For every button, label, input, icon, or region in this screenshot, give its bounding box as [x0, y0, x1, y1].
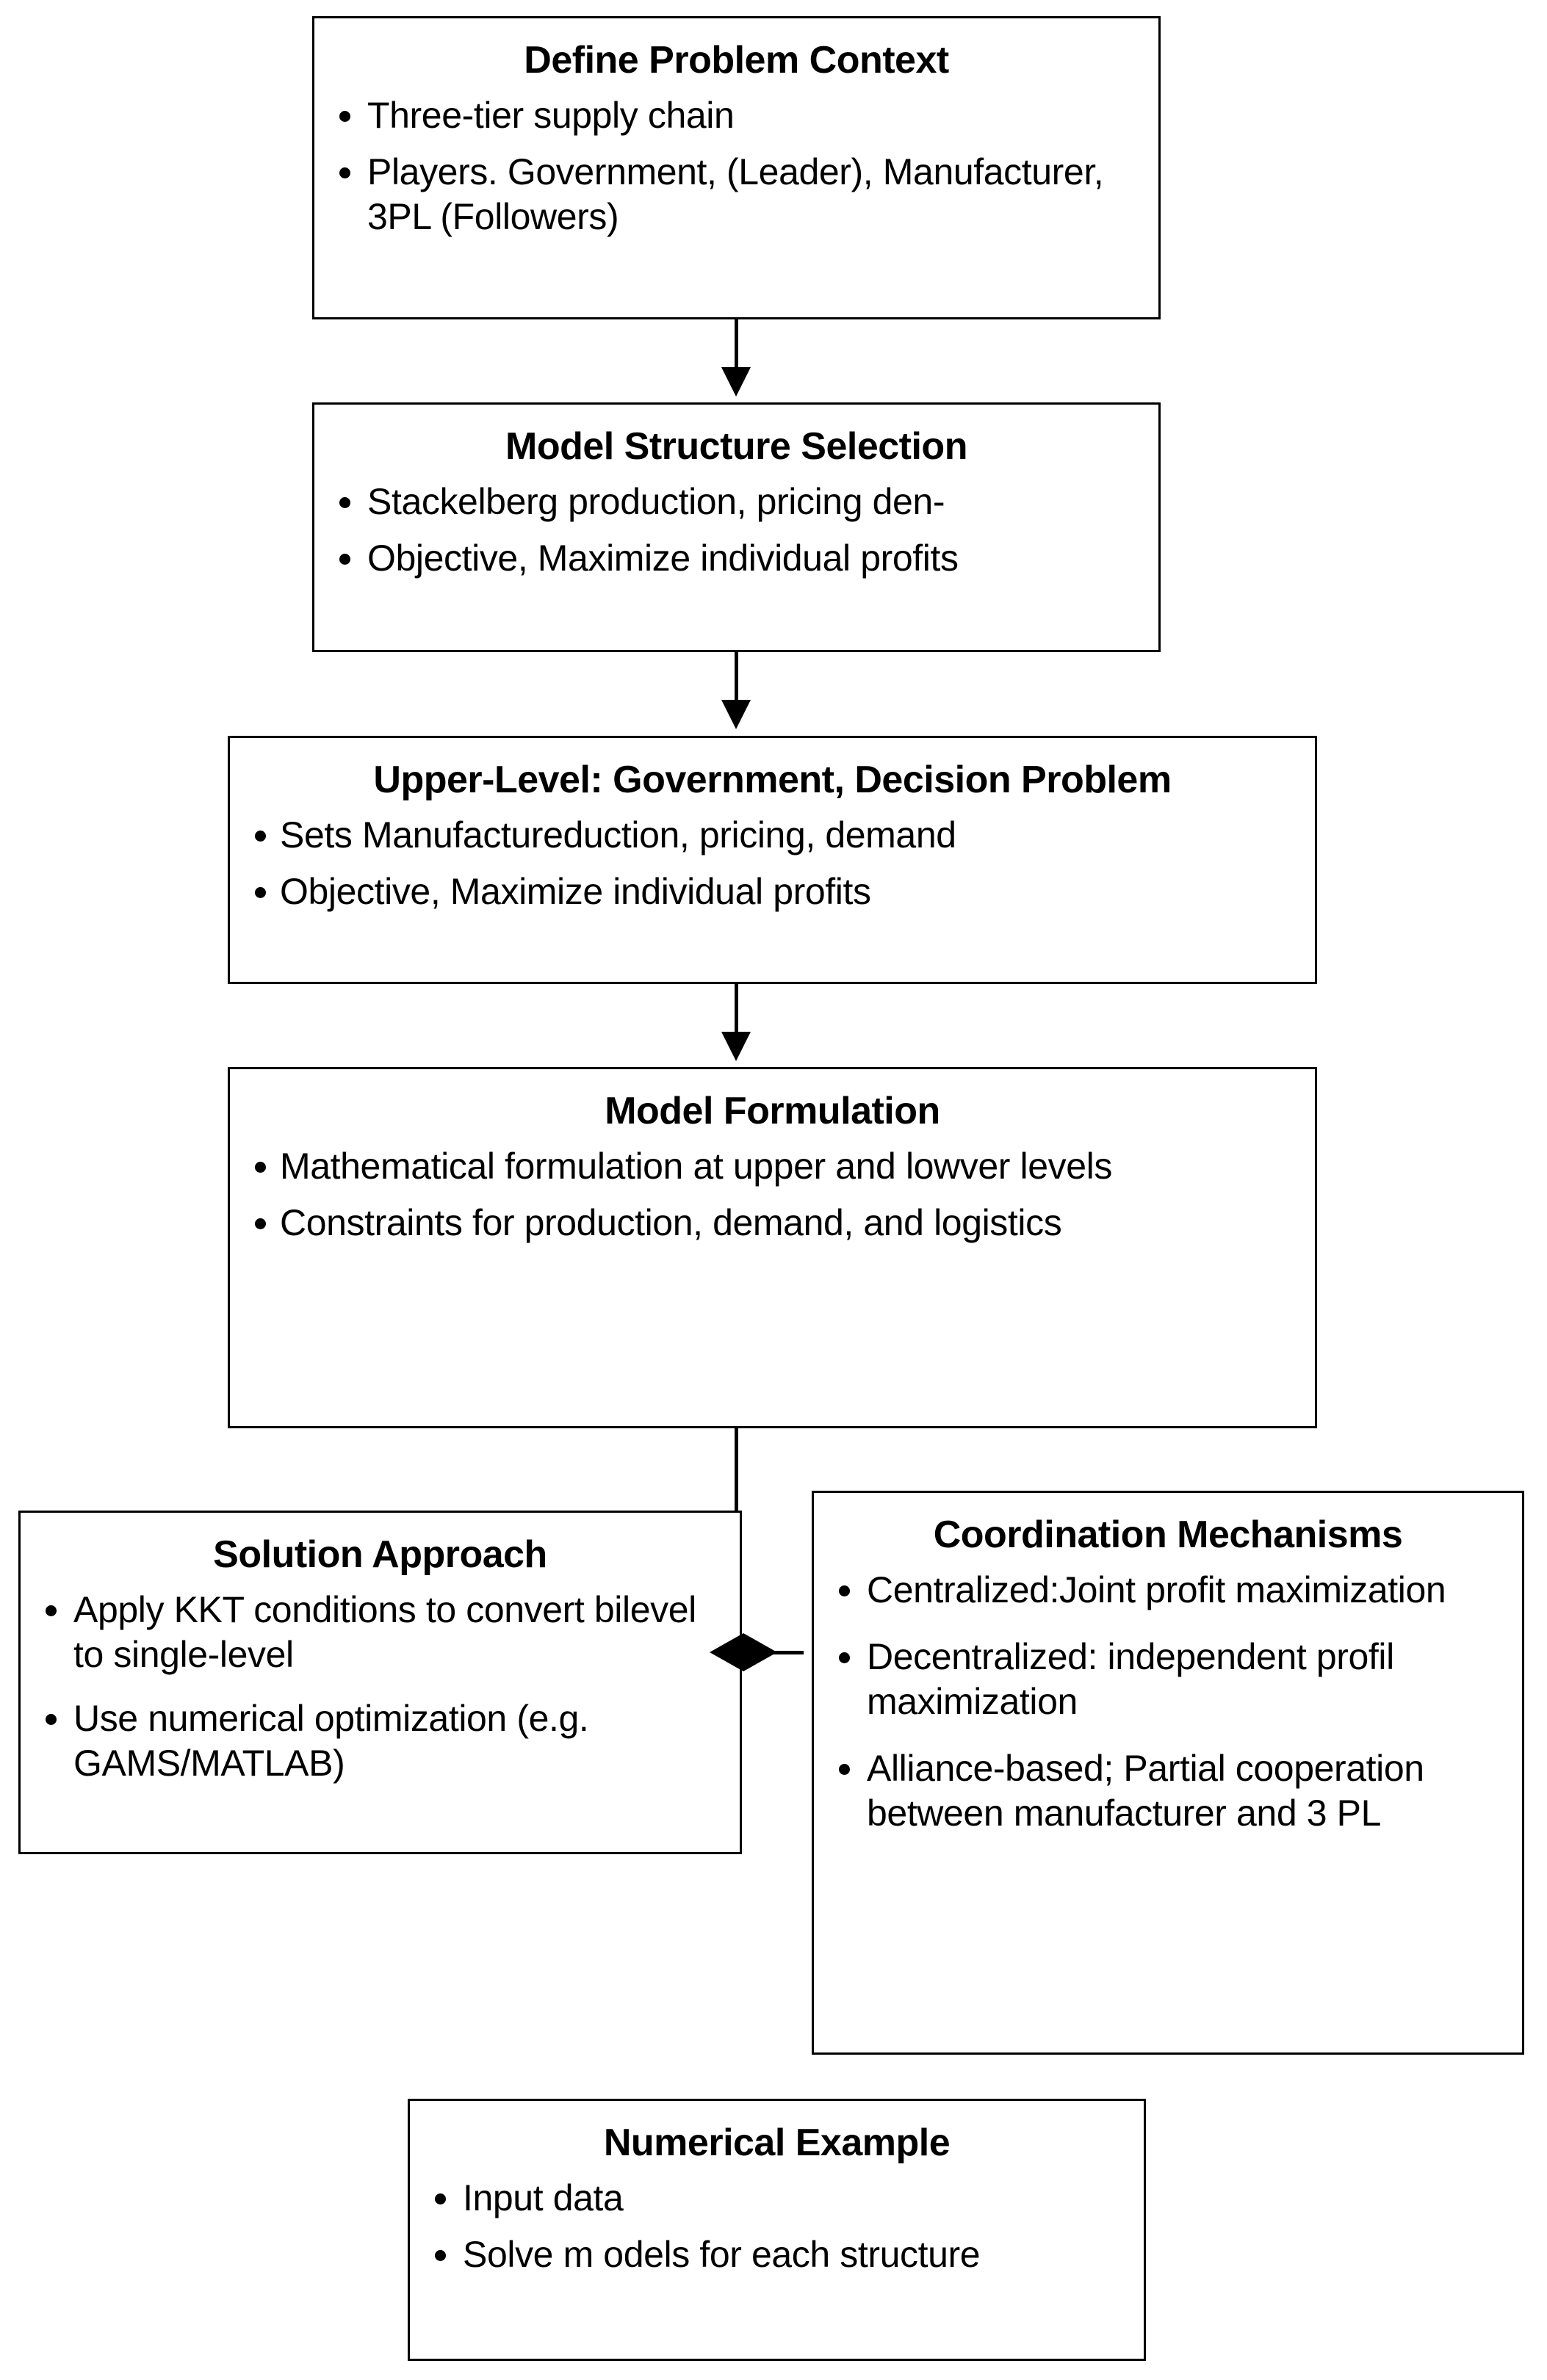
bullet-dot-icon [839, 1764, 850, 1776]
list-item: Objective, Maximize individual profits [249, 869, 1296, 914]
list-item-label: Apply KKT conditions to convert bilevel … [73, 1589, 696, 1676]
bullet-dot-icon [839, 1585, 850, 1597]
list-item-label: Objective, Maximize individual profits [367, 538, 959, 579]
list-item: Objective, Maximize individual profits [333, 536, 1139, 581]
node-model-structure-selection[interactable]: Model Structure Selection Stackelberg pr… [312, 402, 1161, 652]
bullet-dot-icon [839, 1652, 850, 1664]
list-item: Sets Manufactureduction, pricing, demand [249, 813, 1296, 858]
list-item: Centralized:Joint profit maximization [833, 1568, 1503, 1613]
list-item-label: Solve m odels for each structure [463, 2234, 981, 2276]
node-solution-approach[interactable]: Solution Approach Apply KKT conditions t… [18, 1511, 742, 1854]
bullet-dot-icon [255, 887, 266, 899]
bullet-dot-icon [255, 1162, 266, 1173]
bullet-list: Apply KKT conditions to convert bilevel … [40, 1588, 721, 1786]
bullet-list: Input data Solve m odels for each struct… [429, 2176, 1125, 2277]
node-title: Upper-Level: Government, Decision Proble… [373, 759, 1172, 801]
list-item-label: Stackelberg production, pricing den- [367, 481, 945, 523]
bullet-dot-icon [339, 167, 350, 179]
bullet-list: Stackelberg production, pricing den- Obj… [333, 480, 1139, 581]
node-title: Model Structure Selection [505, 425, 967, 468]
list-item: Stackelberg production, pricing den- [333, 480, 1139, 524]
arrow-left-icon [710, 1633, 743, 1671]
list-item-label: Centralized:Joint profit maximization [867, 1569, 1446, 1611]
node-title: Coordination Mechanisms [933, 1513, 1403, 1556]
connector-upper-to-formulation-line [735, 984, 738, 1037]
bullet-dot-icon [46, 1605, 57, 1617]
arrow-down-icon [721, 367, 751, 397]
bullet-list: Centralized:Joint profit maximization De… [833, 1568, 1503, 1836]
list-item: Use numerical optimization (e.g. GAMS/MA… [40, 1696, 721, 1786]
list-item: Three-tier supply chain [333, 93, 1139, 138]
node-model-formulation[interactable]: Model Formulation Mathematical formulati… [228, 1067, 1317, 1428]
list-item: Constraints for production, demand, and … [249, 1201, 1296, 1245]
list-item-label: Input data [463, 2177, 624, 2219]
connector-define-to-structure-line [735, 319, 738, 372]
node-define-problem-context[interactable]: Define Problem Context Three-tier supply… [312, 16, 1161, 319]
list-item-label: Players. Government, (Leader), Manufactu… [367, 151, 1104, 238]
list-item: Alliance-based; Partial cooperation betw… [833, 1746, 1503, 1836]
bullet-dot-icon [339, 554, 350, 565]
list-item: Decentralized: independent profil maximi… [833, 1635, 1503, 1724]
bullet-dot-icon [255, 1218, 266, 1230]
node-upper-level[interactable]: Upper-Level: Government, Decision Proble… [228, 736, 1317, 984]
node-title: Define Problem Context [524, 39, 949, 82]
bullet-list: Mathematical formulation at upper and lo… [249, 1144, 1296, 1245]
bullet-dot-icon [255, 831, 266, 842]
bullet-dot-icon [339, 111, 350, 123]
list-item-label: Objective, Maximize individual profits [280, 871, 871, 913]
node-title: Numerical Example [603, 2122, 951, 2164]
list-item: Solve m odels for each structure [429, 2232, 1125, 2277]
connector-structure-to-upper-line [735, 652, 738, 705]
bullet-list: Three-tier supply chain Players. Governm… [333, 93, 1139, 239]
bullet-dot-icon [339, 497, 350, 509]
list-item-label: Mathematical formulation at upper and lo… [280, 1146, 1112, 1187]
arrow-down-icon [721, 1032, 751, 1061]
list-item-label: Alliance-based; Partial cooperation betw… [867, 1748, 1424, 1834]
arrow-right-icon [743, 1633, 777, 1671]
bullet-list: Sets Manufactureduction, pricing, demand… [249, 813, 1296, 914]
list-item-label: Constraints for production, demand, and … [280, 1202, 1062, 1244]
list-item: Mathematical formulation at upper and lo… [249, 1144, 1296, 1189]
list-item: Apply KKT conditions to convert bilevel … [40, 1588, 721, 1677]
list-item-label: Three-tier supply chain [367, 95, 735, 137]
list-item-label: Sets Manufactureduction, pricing, demand [280, 814, 956, 856]
node-numerical-example[interactable]: Numerical Example Input data Solve m ode… [408, 2099, 1146, 2361]
bullet-dot-icon [435, 2193, 446, 2205]
node-title: Model Formulation [605, 1090, 940, 1132]
bullet-dot-icon [46, 1714, 57, 1726]
bullet-dot-icon [435, 2250, 446, 2262]
arrow-down-icon [721, 700, 751, 729]
list-item-label: Use numerical optimization (e.g. GAMS/MA… [73, 1698, 589, 1784]
list-item: Input data [429, 2176, 1125, 2221]
list-item-label: Decentralized: independent profil maximi… [867, 1636, 1394, 1723]
node-coordination-mechanisms[interactable]: Coordination Mechanisms Centralized:Join… [812, 1491, 1524, 2055]
list-item: Players. Government, (Leader), Manufactu… [333, 150, 1139, 239]
node-title: Solution Approach [213, 1533, 547, 1576]
